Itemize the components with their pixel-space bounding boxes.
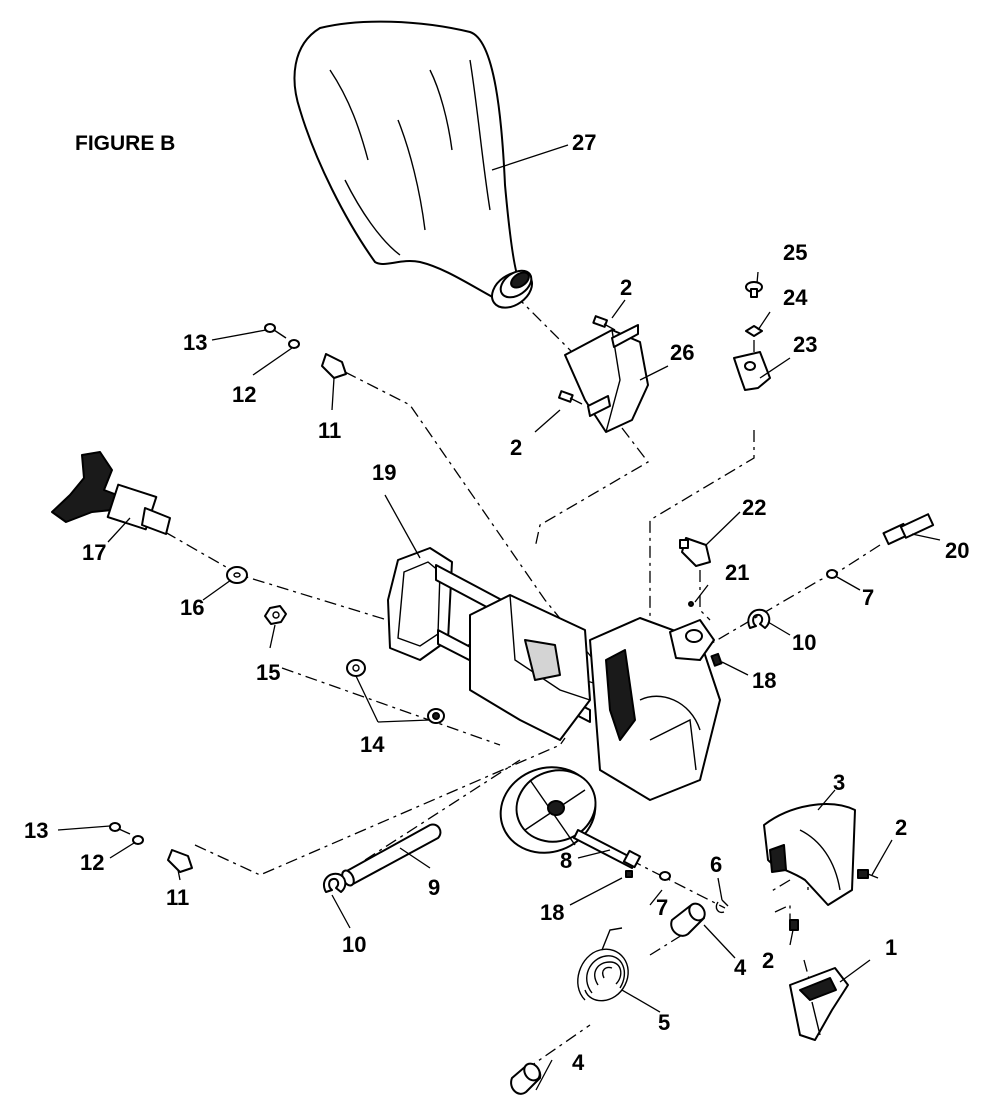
callout-12-upper: 12 [232, 382, 256, 407]
callout-19: 19 [372, 460, 396, 485]
clip-6-part [715, 899, 729, 914]
callout-23: 23 [793, 332, 817, 357]
set-screw-18-upper-part [710, 652, 723, 667]
callout-12-lower: 12 [80, 850, 104, 875]
main-housing-19-part [387, 547, 721, 854]
set-screw-18-lower-part [625, 870, 633, 878]
washer-14-upper-part [346, 659, 366, 677]
callout-25: 25 [783, 240, 807, 265]
washer-16-part [226, 566, 248, 584]
callout-11-lower: 11 [166, 885, 189, 910]
clip-23-part [733, 351, 771, 391]
figure-title: FIGURE B [75, 132, 175, 155]
lock-knob-17-part [51, 451, 171, 535]
callout-11-upper: 11 [318, 418, 341, 443]
callout-26: 26 [670, 340, 694, 365]
callout-18-upper: 18 [752, 668, 776, 693]
callout-6: 6 [710, 852, 722, 877]
callout-4-lower: 4 [572, 1050, 585, 1075]
callout-10-upper: 10 [792, 630, 816, 655]
shaft-8-part [573, 829, 642, 869]
callout-18-lower: 18 [540, 900, 564, 925]
callout-14: 14 [360, 732, 385, 757]
callout-17: 17 [82, 540, 106, 565]
callout-16: 16 [180, 595, 204, 620]
callout-4-upper: 4 [734, 955, 747, 980]
screw-2-upper [592, 315, 616, 331]
bushing-4-upper-part [670, 902, 706, 937]
screw-2-right-part [857, 869, 879, 879]
washer-24-part [745, 325, 763, 337]
ring-10-upper-part [747, 608, 771, 629]
callout-24: 24 [783, 285, 808, 310]
callout-1: 1 [885, 935, 897, 960]
ring-10-lower-part [322, 872, 347, 893]
washer-12-upper-part [288, 339, 300, 349]
screw-2-lower [557, 390, 583, 405]
fitting-22-part [679, 537, 711, 567]
bushing-4-lower-part [510, 1062, 542, 1095]
callout-21: 21 [725, 560, 749, 585]
callout-2-lower: 2 [510, 435, 522, 460]
screw-25-part [745, 281, 763, 298]
screw-13-lower-part [109, 822, 131, 835]
dust-bag-part [293, 20, 533, 309]
callout-22: 22 [742, 495, 766, 520]
callout-2-bottom: 2 [762, 948, 774, 973]
washer-14-lower-part [427, 708, 445, 724]
callout-10-lower: 10 [342, 932, 366, 957]
pin-21-part [688, 601, 694, 607]
guard-3-part [763, 803, 856, 906]
spring-5-part [577, 927, 629, 1002]
screw-2-bottom-part [789, 919, 799, 931]
dust-elbow-part [564, 324, 649, 433]
pin-11-lower-part [167, 849, 193, 873]
callout-9: 9 [428, 875, 440, 900]
callout-7-lower: 7 [656, 895, 668, 920]
washer-7-lower-part [659, 871, 671, 881]
callout-3: 3 [833, 770, 845, 795]
washer-7-upper-part [826, 569, 838, 579]
washer-12-lower-part [132, 835, 144, 845]
callout-labels: 27 25 24 23 2 26 2 13 12 11 19 22 20 21 … [24, 130, 969, 1075]
pin-11-upper-part [321, 353, 347, 379]
callout-13-lower: 13 [24, 818, 48, 843]
callout-27: 27 [572, 130, 596, 155]
callout-5: 5 [658, 1010, 670, 1035]
callout-15: 15 [256, 660, 280, 685]
callout-2-right: 2 [895, 815, 907, 840]
guard-1-part [789, 967, 849, 1041]
callout-7-upper: 7 [862, 585, 874, 610]
nut-15-part [264, 605, 287, 625]
callout-8: 8 [560, 848, 572, 873]
callout-leader-lines [57, 144, 941, 1091]
callout-13-upper: 13 [183, 330, 207, 355]
pin-20-part [882, 513, 935, 546]
screw-13-upper-part [264, 323, 287, 339]
callout-2-upper: 2 [620, 275, 632, 300]
callout-20: 20 [945, 538, 969, 563]
